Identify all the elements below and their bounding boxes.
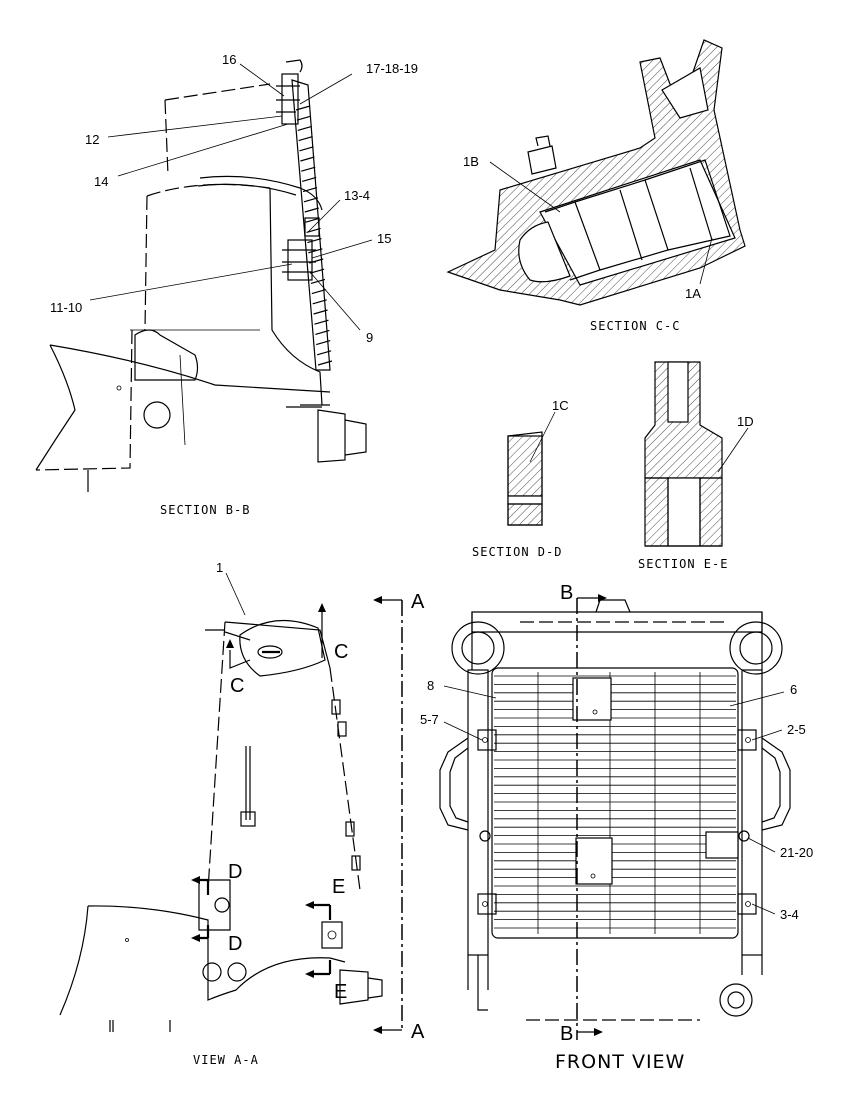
callout-1b: 1B [463,154,479,169]
section-ee-view: 1D SECTION E-E [638,361,754,571]
section-letter-c-left: C [230,675,244,697]
section-bb-view: 16 17-18-19 12 14 13-4 15 11-10 9 SECTIO… [35,52,418,517]
front-view: 8 6 5-7 2-5 21-20 3-4 B B FRONT VIEW [420,582,813,1073]
section-letter-e-top: E [332,876,345,898]
callout-3-4: 3-4 [780,907,799,922]
callout-6: 6 [790,682,797,697]
callout-13-4: 13-4 [344,188,370,203]
callout-12: 12 [85,132,99,147]
callout-9: 9 [366,330,373,345]
section-letter-b-top: B [560,582,573,604]
callout-15: 15 [377,231,391,246]
caption-view-aa: VIEW A-A [193,1053,259,1067]
section-dd-view: 1C SECTION D-D [472,398,569,559]
caption-section-cc: SECTION C-C [590,319,680,333]
caption-section-dd: SECTION D-D [472,545,562,559]
callout-1c: 1C [552,398,569,413]
section-letter-b-bottom: B [560,1023,573,1045]
callout-1a: 1A [685,286,701,301]
view-aa: 1 C C D D E E A A VIEW A-A [59,560,425,1067]
callout-8: 8 [427,678,434,693]
section-letter-a-bottom: A [411,1021,425,1043]
caption-section-ee: SECTION E-E [638,557,728,571]
callout-17-18-19: 17-18-19 [366,61,418,76]
callout-1: 1 [216,560,223,575]
section-cc-view: 1B 1A SECTION C-C [446,39,746,333]
callout-11-10: 11-10 [50,300,82,315]
callout-14: 14 [94,174,108,189]
callout-16: 16 [222,52,236,67]
section-letter-a-top: A [411,591,425,613]
section-letter-d-bottom: D [228,933,242,955]
callout-1d: 1D [737,414,754,429]
caption-front-view: FRONT VIEW [555,1051,685,1073]
caption-section-bb: SECTION B-B [160,503,250,517]
section-letter-d-top: D [228,861,242,883]
callout-5-7: 5-7 [420,712,439,727]
section-letter-e-bottom: E [334,981,347,1003]
callout-2-5: 2-5 [787,722,806,737]
callout-21-20: 21-20 [780,845,813,860]
section-letter-c-right: C [334,641,348,663]
